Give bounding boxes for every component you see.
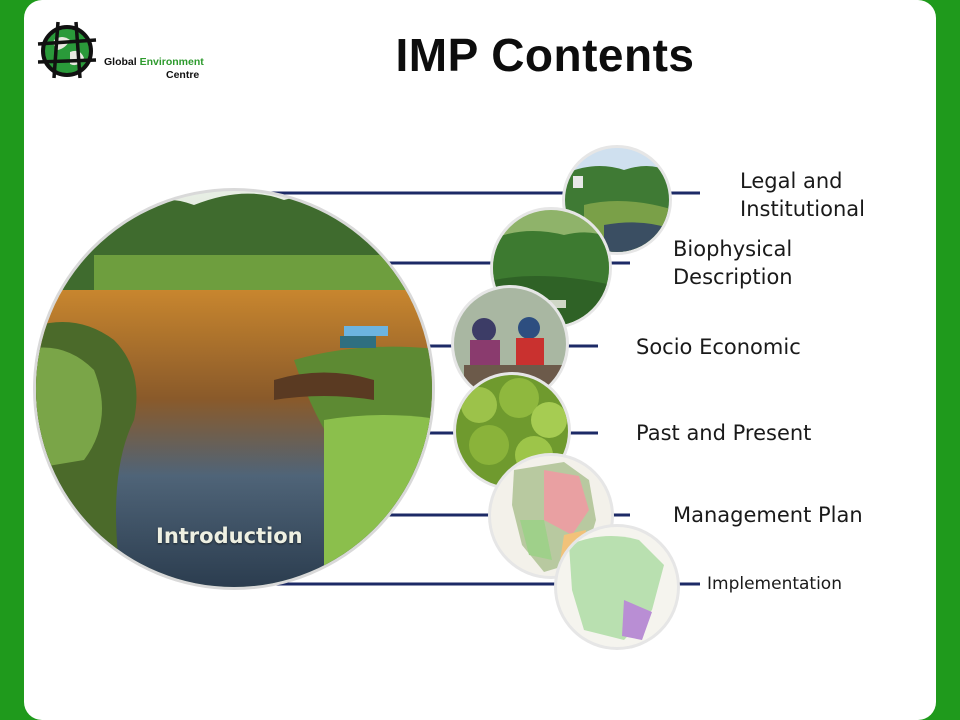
logo-word-environment: Environment bbox=[139, 56, 204, 68]
contents-diagram bbox=[33, 145, 700, 650]
section-label-socio-economic: Socio Economic bbox=[636, 335, 801, 359]
globe-logo-icon bbox=[37, 21, 97, 79]
introduction-label: Introduction bbox=[156, 524, 303, 548]
section-label-implementation: Implementation bbox=[707, 574, 842, 594]
logo-word-global: Global bbox=[104, 56, 137, 68]
slide: Global Environment Centre IMP Contents bbox=[24, 0, 936, 720]
section-label-management-plan: Management Plan bbox=[673, 503, 863, 527]
page-title: IMP Contents bbox=[395, 29, 695, 81]
logo-word-centre: Centre bbox=[166, 69, 200, 81]
section-label-biophysical: Biophysical Description bbox=[673, 237, 793, 289]
implementation-map bbox=[554, 524, 680, 650]
section-label-legal-institutional: Legal and Institutional bbox=[740, 169, 865, 221]
logo-text: Global Environment Centre bbox=[104, 56, 204, 82]
section-label-past-present: Past and Present bbox=[636, 421, 812, 445]
global-environment-centre-logo: Global Environment Centre bbox=[36, 18, 226, 88]
